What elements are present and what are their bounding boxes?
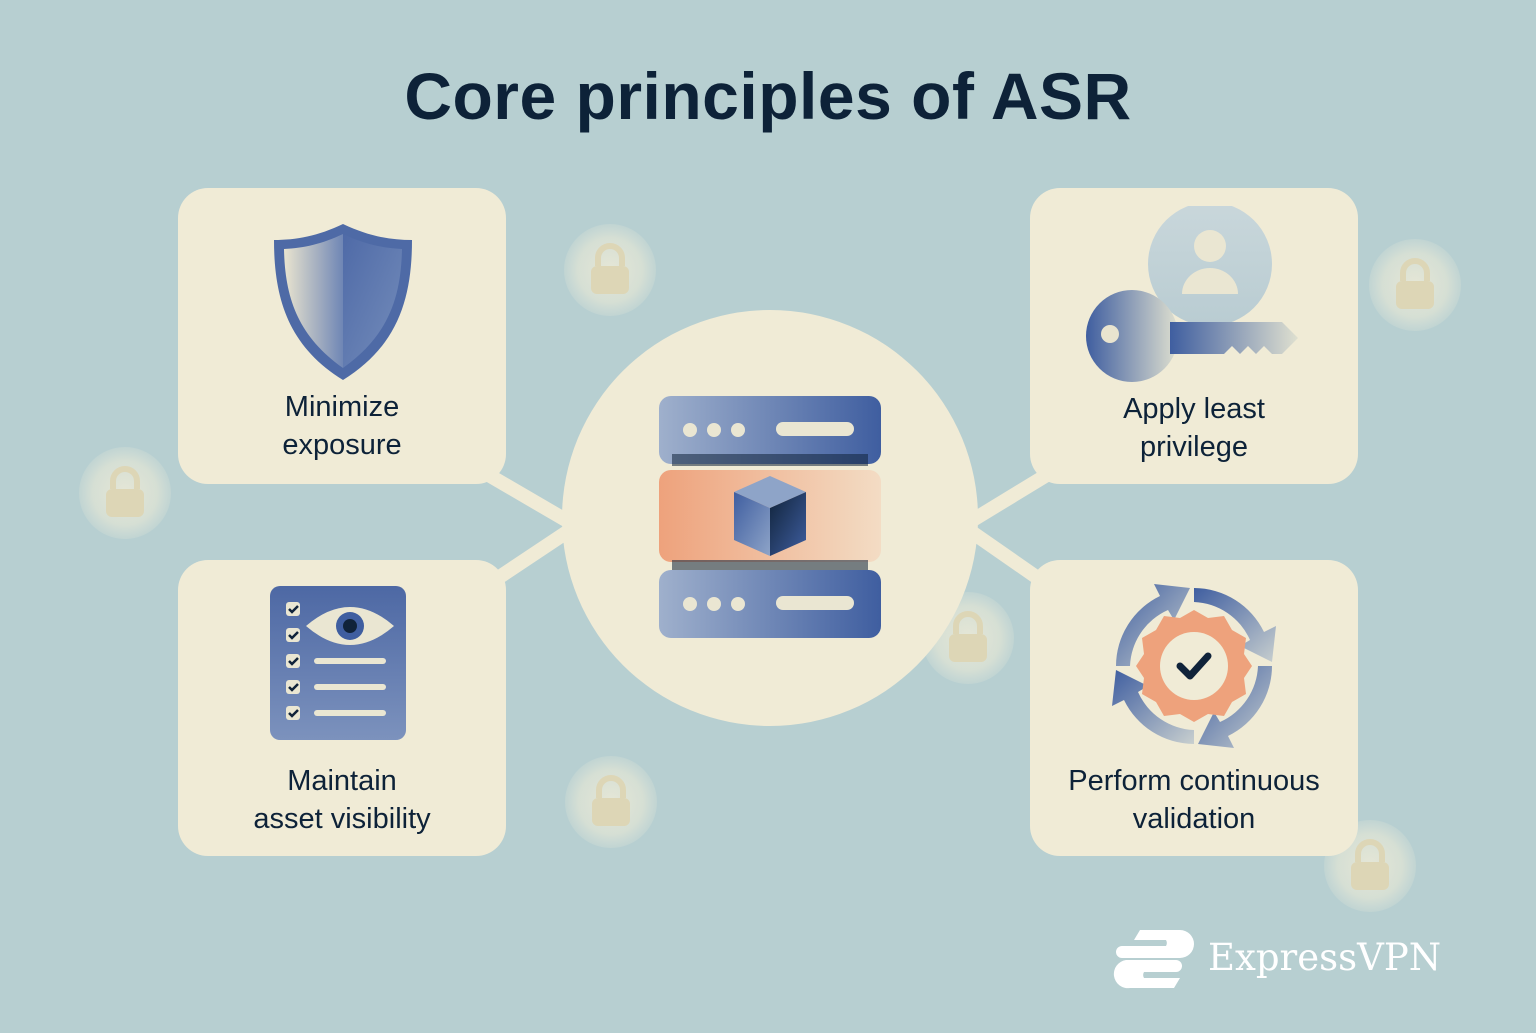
principle-label: Perform continuous validation bbox=[1068, 765, 1320, 835]
cube-icon bbox=[734, 476, 806, 556]
principle-card-least-privilege: Apply least privilege bbox=[1030, 188, 1358, 484]
principle-label: Apply least privilege bbox=[1123, 393, 1265, 463]
brand-name: ExpressVPN bbox=[1208, 936, 1442, 979]
cycle-check-icon bbox=[1112, 584, 1276, 748]
shield-icon bbox=[274, 224, 412, 380]
lock-bubble-icon bbox=[564, 224, 656, 316]
expressvpn-logo-icon bbox=[1113, 930, 1194, 989]
central-hub bbox=[562, 310, 978, 726]
checklist-eye-icon bbox=[270, 586, 406, 740]
server-stack-icon bbox=[659, 396, 881, 638]
lock-bubble-icon bbox=[79, 447, 171, 539]
principle-card-continuous-validation: Perform continuous validation bbox=[1030, 560, 1358, 856]
lock-bubble-icon bbox=[565, 756, 657, 848]
key-user-icon bbox=[1086, 206, 1298, 382]
expressvpn-logo: ExpressVPN bbox=[1110, 926, 1442, 992]
principle-label: Minimize exposure bbox=[282, 391, 402, 461]
principle-card-asset-visibility: Maintain asset visibility bbox=[178, 560, 506, 856]
principle-card-minimize-exposure: Minimize exposure bbox=[178, 188, 506, 484]
lock-bubble-icon bbox=[1369, 239, 1461, 331]
principle-label: Maintain asset visibility bbox=[253, 765, 431, 835]
page-title: Core principles of ASR bbox=[404, 59, 1132, 133]
